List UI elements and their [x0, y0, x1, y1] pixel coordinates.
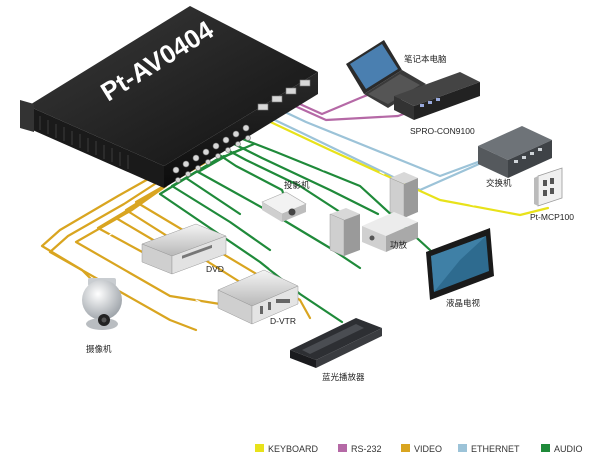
amplifier-speakers: 功放	[329, 172, 418, 257]
mcp-label: Pt-MCP100	[530, 212, 574, 222]
bluray-label: 蓝光播放器	[322, 372, 365, 383]
d-vtr-label: D-VTR	[270, 316, 296, 326]
legend-swatch-audio	[541, 444, 550, 452]
legend-swatch-rs232	[338, 444, 347, 452]
legend-swatch-video	[401, 444, 410, 452]
legend-label-ethernet: ETHERNET	[471, 444, 520, 454]
legend: KEYBOARD RS-232 VIDEO ETHERNET AUDIO	[255, 444, 583, 454]
legend-swatch-keyboard	[255, 444, 264, 452]
laptop-label: 笔记本电脑	[404, 54, 447, 65]
projector-label: 投影机	[284, 180, 310, 191]
dvd-player: DVD	[141, 223, 227, 275]
legend-label-audio: AUDIO	[554, 444, 583, 454]
lcd-tv-label: 液晶电视	[446, 298, 481, 309]
amplifier-label: 功放	[390, 240, 408, 251]
lcd-tv: 液晶电视	[426, 228, 494, 309]
legend-item-video: VIDEO	[401, 444, 442, 454]
legend-item-keyboard: KEYBOARD	[255, 444, 319, 454]
network-switch: 交换机	[478, 126, 552, 189]
keyboard-cables	[260, 116, 550, 217]
bluray-player: 蓝光播放器	[290, 318, 382, 383]
legend-item-rs232: RS-232	[338, 444, 382, 454]
legend-swatch-ethernet	[458, 444, 467, 452]
switch-label: 交换机	[486, 178, 512, 189]
cable-arrows	[79, 167, 475, 303]
camera-label: 摄像机	[86, 344, 112, 355]
legend-label-keyboard: KEYBOARD	[268, 444, 319, 454]
legend-item-ethernet: ETHERNET	[458, 444, 520, 454]
legend-item-audio: AUDIO	[541, 444, 583, 454]
pt-mcp100-panel: Pt-MCP100	[530, 167, 574, 222]
d-vtr: D-VTR	[217, 269, 299, 326]
dvd-label: DVD	[206, 264, 224, 274]
security-camera: 摄像机	[82, 278, 122, 355]
main-device: Pt-AV0404	[20, 6, 318, 188]
ethernet-cables	[256, 102, 507, 192]
legend-label-video: VIDEO	[414, 444, 442, 454]
spro-label: SPRO-CON9100	[410, 126, 475, 136]
laptop: 笔记本电脑	[346, 40, 447, 108]
projector: 投影机	[261, 180, 310, 222]
spro-con9100: SPRO-CON9100	[394, 72, 480, 136]
legend-label-rs232: RS-232	[351, 444, 382, 454]
